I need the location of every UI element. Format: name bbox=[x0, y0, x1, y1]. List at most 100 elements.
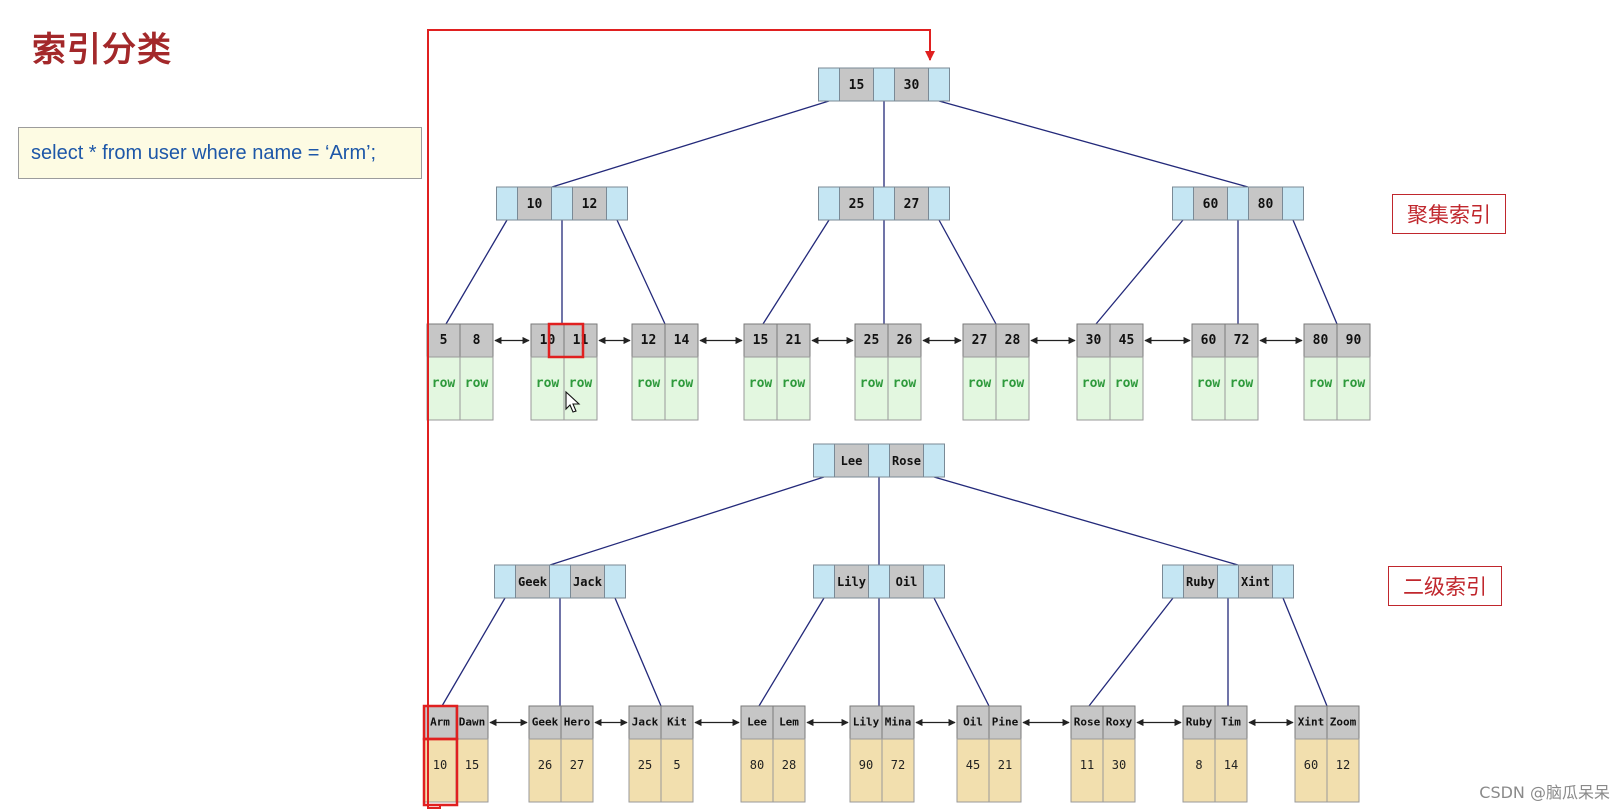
clustered-leaf-value-text: row bbox=[1115, 376, 1139, 391]
secondary-internal-node-pointer-cell bbox=[604, 564, 626, 599]
clustered-leaf-key-cell bbox=[1224, 323, 1259, 358]
clustered-leaf-value-text: row bbox=[1230, 376, 1254, 391]
clustered-internal-node-pointer-cell bbox=[1227, 186, 1249, 221]
secondary-internal-node-pointer-cell bbox=[494, 564, 516, 599]
secondary-leaf-value-text: 5 bbox=[673, 758, 680, 772]
secondary-leaf-value-cell bbox=[1214, 738, 1248, 803]
secondary-leaf-key-text: Zoom bbox=[1330, 716, 1357, 729]
secondary-leaf-value-cell bbox=[988, 738, 1022, 803]
clustered-leaf-value-cell bbox=[995, 356, 1030, 421]
clustered-leaf-value-text: row bbox=[1001, 376, 1025, 391]
secondary-leaf-edge bbox=[1282, 597, 1328, 707]
secondary-leaf-value-text: 10 bbox=[433, 758, 447, 772]
clustered-index-label: 聚集索引 bbox=[1392, 194, 1506, 234]
clustered-leaf-key-cell bbox=[995, 323, 1030, 358]
clustered-internal-node-key-text: 60 bbox=[1203, 197, 1219, 212]
secondary-internal-node-pointer-cell bbox=[1162, 564, 1184, 599]
secondary-leaf-value-cell bbox=[772, 738, 806, 803]
secondary-root-node-pointer-cell bbox=[868, 443, 890, 478]
secondary-leaf-value-cell bbox=[455, 738, 489, 803]
clustered-internal-node-pointer-cell bbox=[1282, 186, 1304, 221]
clustered-leaf-key-cell bbox=[530, 323, 565, 358]
secondary-leaf-edge bbox=[614, 597, 662, 707]
clustered-leaf-value-text: row bbox=[670, 376, 694, 391]
secondary-leaf-edge bbox=[758, 597, 825, 707]
secondary-leaf-key-text: Xint bbox=[1298, 716, 1325, 729]
clustered-leaf-key-text: 21 bbox=[786, 333, 802, 348]
secondary-internal-node-pointer-cell bbox=[813, 564, 835, 599]
secondary-internal-node-pointer-cell bbox=[1217, 564, 1239, 599]
clustered-leaf-value-text: row bbox=[968, 376, 992, 391]
clustered-leaf-edge bbox=[938, 219, 997, 325]
clustered-leaf-edge bbox=[1095, 219, 1184, 325]
clustered-internal-node-pointer-cell bbox=[1172, 186, 1194, 221]
secondary-root-node-pointer-cell bbox=[813, 443, 835, 478]
secondary-leaf-key-text: Tim bbox=[1221, 716, 1241, 729]
secondary-leaf-value-text: 11 bbox=[1080, 758, 1094, 772]
clustered-internal-node-pointer-cell bbox=[496, 186, 518, 221]
clustered-leaf-edge bbox=[762, 219, 830, 325]
clustered-root-node-key-text: 15 bbox=[849, 78, 865, 93]
clustered-leaf-key-text: 14 bbox=[674, 333, 690, 348]
secondary-leaf-edge bbox=[933, 597, 990, 707]
clustered-leaf-value-cell bbox=[743, 356, 778, 421]
secondary-leaf-key-text: Pine bbox=[992, 716, 1019, 729]
secondary-internal-node-pointer-cell bbox=[549, 564, 571, 599]
clustered-root-node-pointer-cell bbox=[818, 67, 840, 102]
secondary-internal-node-pointer-cell bbox=[868, 564, 890, 599]
secondary-leaf-key-cell bbox=[1102, 705, 1136, 740]
secondary-leaf-key-text: Mina bbox=[885, 716, 912, 729]
secondary-index-label: 二级索引 bbox=[1388, 566, 1502, 606]
clustered-internal-node-key-text: 12 bbox=[582, 197, 598, 212]
secondary-leaf-value-cell bbox=[1326, 738, 1360, 803]
sql-query-text: select * from user where name = ‘Arm’; bbox=[31, 141, 377, 164]
clustered-leaf-value-text: row bbox=[1342, 376, 1366, 391]
clustered-leaf-key-cell bbox=[1109, 323, 1144, 358]
clustered-leaf-value-cell bbox=[459, 356, 494, 421]
secondary-leaf-key-cell bbox=[423, 705, 457, 740]
clustered-leaf-key-text: 26 bbox=[897, 333, 913, 348]
secondary-leaf-value-text: 45 bbox=[966, 758, 980, 772]
clustered-leaf-value-cell bbox=[962, 356, 997, 421]
clustered-internal-node-pointer-cell bbox=[551, 186, 573, 221]
clustered-internal-node-pointer-cell bbox=[606, 186, 628, 221]
clustered-leaf-value-cell bbox=[1109, 356, 1144, 421]
watermark: CSDN @脑瓜呆呆 bbox=[1479, 783, 1610, 802]
secondary-leaf-value-cell bbox=[560, 738, 594, 803]
clustered-leaf-value-cell bbox=[854, 356, 889, 421]
clustered-leaf-key-text: 25 bbox=[864, 333, 880, 348]
secondary-leaf-value-text: 15 bbox=[465, 758, 479, 772]
lookup-return-arrow bbox=[427, 29, 935, 809]
secondary-internal-node-pointer-cell bbox=[923, 564, 945, 599]
secondary-leaf-edge bbox=[1088, 597, 1174, 707]
clustered-internal-node-key-text: 10 bbox=[527, 197, 543, 212]
secondary-leaf-value-text: 72 bbox=[891, 758, 905, 772]
secondary-internal-node-key-text: Xint bbox=[1241, 575, 1270, 589]
secondary-leaf-value-text: 60 bbox=[1304, 758, 1318, 772]
clustered-internal-node-key-cell bbox=[517, 186, 552, 221]
secondary-leaf-key-text: Dawn bbox=[459, 716, 486, 729]
secondary-leaf-key-cell bbox=[881, 705, 915, 740]
clustered-internal-node-key-text: 80 bbox=[1258, 197, 1274, 212]
secondary-leaf-value-cell bbox=[956, 738, 990, 803]
clustered-leaf-key-cell bbox=[631, 323, 666, 358]
secondary-internal-node-key-text: Jack bbox=[573, 575, 603, 589]
secondary-internal-node-key-cell bbox=[1238, 564, 1273, 599]
secondary-leaf-value-text: 14 bbox=[1224, 758, 1238, 772]
secondary-leaf-value-cell bbox=[528, 738, 562, 803]
page-title: 索引分类 bbox=[32, 30, 172, 70]
secondary-leaf-key-cell bbox=[1326, 705, 1360, 740]
secondary-root-edge bbox=[549, 476, 825, 566]
secondary-root-node-key-text: Rose bbox=[892, 454, 921, 468]
secondary-internal-node-key-cell bbox=[570, 564, 605, 599]
secondary-leaf-value-text: 25 bbox=[638, 758, 652, 772]
clustered-internal-node-key-text: 27 bbox=[904, 197, 920, 212]
secondary-leaf-key-text: Lily bbox=[853, 716, 880, 729]
clustered-leaf-key-text: 8 bbox=[473, 333, 481, 348]
clustered-root-node-key-text: 30 bbox=[904, 78, 920, 93]
clustered-leaf-edge bbox=[616, 219, 666, 325]
clustered-leaf-key-cell bbox=[1336, 323, 1371, 358]
secondary-leaf-key-text: Rose bbox=[1074, 716, 1101, 729]
secondary-leaf-value-cell bbox=[740, 738, 774, 803]
